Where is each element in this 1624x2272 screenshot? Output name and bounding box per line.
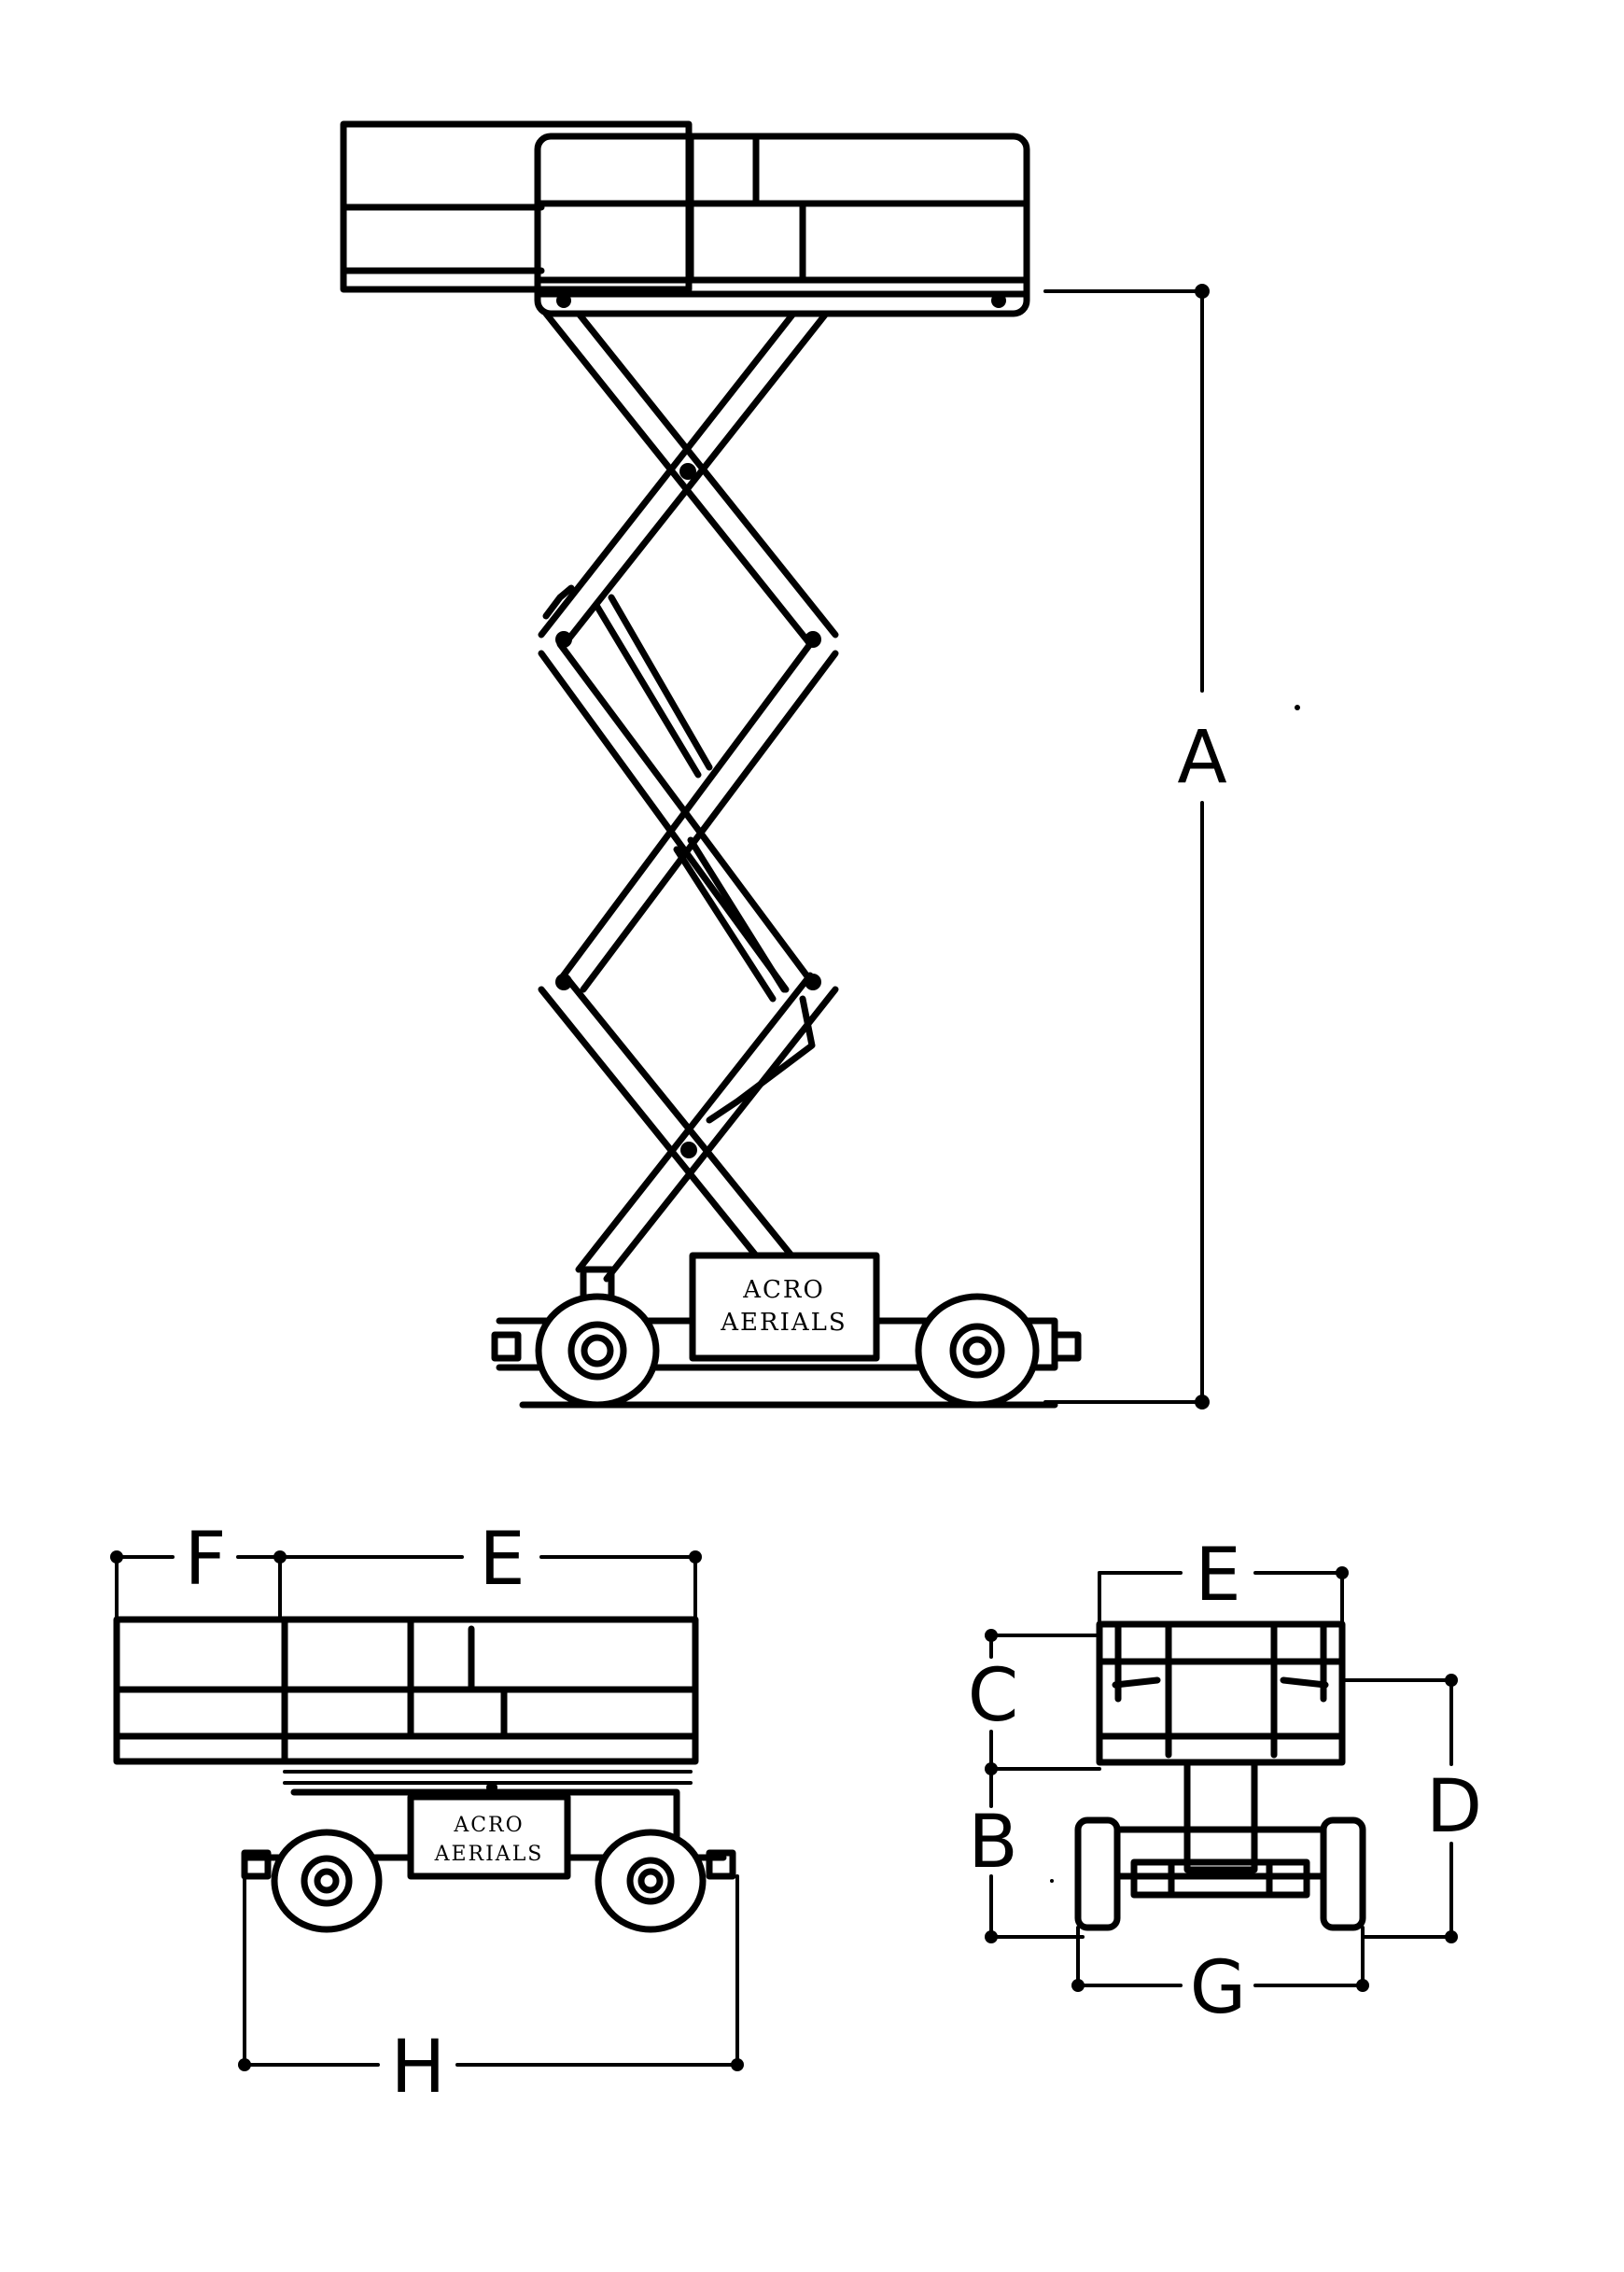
end-platform: [1096, 1620, 1346, 1766]
brand-line2: AERIALS: [720, 1309, 847, 1337]
dimension-h: H: [238, 1874, 744, 2110]
dimension-g: G: [1071, 1926, 1369, 2030]
dimension-b: B: [968, 1767, 1085, 1943]
label-a: A: [1177, 716, 1226, 800]
label-d: D: [1426, 1765, 1482, 1849]
label-e-side: E: [479, 1518, 525, 1602]
brand-line1: ACRO: [453, 1814, 524, 1837]
dimension-f: F: [110, 1518, 287, 1621]
label-e-end: E: [1195, 1534, 1240, 1618]
end-wheel-right: [1320, 1816, 1366, 1931]
brand-plate-stowed: ACRO AERIALS: [407, 1793, 571, 1880]
label-h: H: [391, 2026, 446, 2110]
brand-line1: ACRO: [742, 1276, 825, 1304]
wheel-front: [535, 1293, 660, 1409]
end-view: E C B D: [968, 1534, 1482, 2030]
end-chassis: [1090, 1759, 1340, 1899]
label-c: C: [968, 1654, 1018, 1738]
dimension-e-side: E: [278, 1518, 702, 1621]
dimension-a: A: [1043, 284, 1227, 1409]
wheel-rear: [915, 1293, 1040, 1409]
stowed-platform: [113, 1616, 699, 1793]
dimension-d: D: [1340, 1674, 1482, 1943]
label-g: G: [1190, 1946, 1246, 2030]
stowed-wheel-front: [271, 1829, 383, 1933]
extended-side-view: ACRO AERIALS A: [340, 120, 1227, 1409]
stowed-side-view: ACRO AERIALS F E: [110, 1518, 744, 2110]
label-b: B: [968, 1801, 1018, 1885]
platform-main-deck: [534, 133, 1030, 317]
dimension-e-end: E: [1098, 1534, 1349, 1626]
brand-line2: AERIALS: [434, 1843, 544, 1866]
dimension-c: C: [968, 1629, 1101, 1775]
label-f: F: [185, 1518, 227, 1602]
end-wheel-left: [1074, 1816, 1121, 1931]
brand-plate-extended: ACRO AERIALS: [689, 1252, 880, 1362]
scissor-stack: [538, 310, 839, 1283]
stowed-wheel-rear: [595, 1829, 707, 1933]
